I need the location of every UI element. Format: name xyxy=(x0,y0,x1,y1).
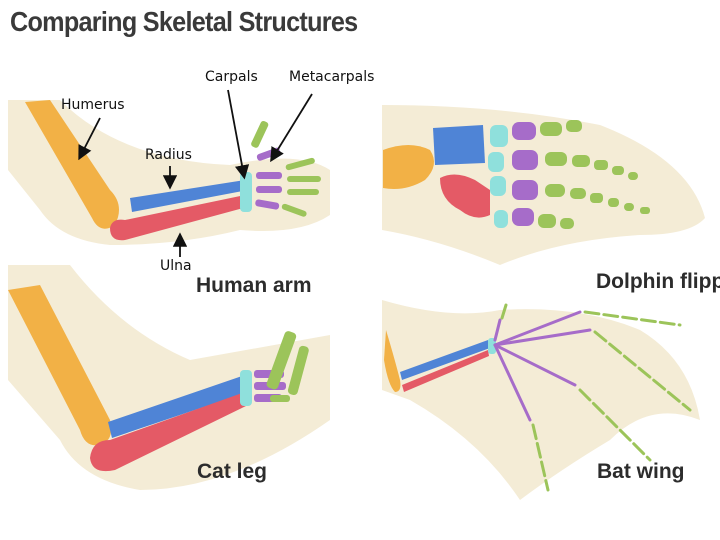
cat-phalanges xyxy=(266,331,309,402)
annotation-arrows xyxy=(78,89,313,257)
carpals-arrow xyxy=(227,89,250,180)
bat-metacarpals xyxy=(493,310,592,422)
human-carpals xyxy=(240,172,252,212)
dolphin-flipper-caption: Dolphin flipper xyxy=(596,270,720,293)
bat-radius xyxy=(400,340,490,380)
dolphin-carpals xyxy=(488,125,508,228)
dolphin-metacarpals xyxy=(512,122,538,226)
bat-wing-panel xyxy=(382,300,700,500)
cat-carpals xyxy=(240,370,252,406)
cat-ulna xyxy=(90,392,248,472)
bat-wing-caption: Bat wing xyxy=(597,460,685,483)
dolphin-radius xyxy=(433,125,485,165)
bat-ulna xyxy=(402,350,489,392)
ulna-label: Ulna xyxy=(160,258,192,274)
bat-phalanges xyxy=(500,303,692,492)
humerus-label: Humerus xyxy=(61,97,125,113)
human-arm-caption: Human arm xyxy=(196,274,312,297)
human-phalanges xyxy=(251,120,321,217)
bat-humerus xyxy=(384,330,401,392)
carpals-label: Carpals xyxy=(205,69,258,85)
cat-leg-panel xyxy=(8,265,330,490)
metacarpals-label: Metacarpals xyxy=(289,69,374,85)
page-title: Comparing Skeletal Structures xyxy=(10,6,358,37)
human-humerus xyxy=(25,100,119,229)
metacarpals-arrow xyxy=(270,93,313,163)
human-ulna xyxy=(110,195,247,241)
human-radius xyxy=(130,180,248,212)
humerus-arrow xyxy=(78,117,101,161)
dolphin-ulna xyxy=(440,174,490,218)
cat-leg-caption: Cat leg xyxy=(197,460,267,483)
bat-carpals xyxy=(488,338,496,354)
dolphin-phalanges xyxy=(538,120,650,229)
cat-humerus xyxy=(8,285,112,446)
dolphin-flipper-panel xyxy=(382,105,705,265)
human-arm-panel xyxy=(8,100,330,245)
radius-label: Radius xyxy=(145,147,192,163)
cat-radius xyxy=(108,375,248,438)
dolphin-humerus xyxy=(383,145,434,189)
